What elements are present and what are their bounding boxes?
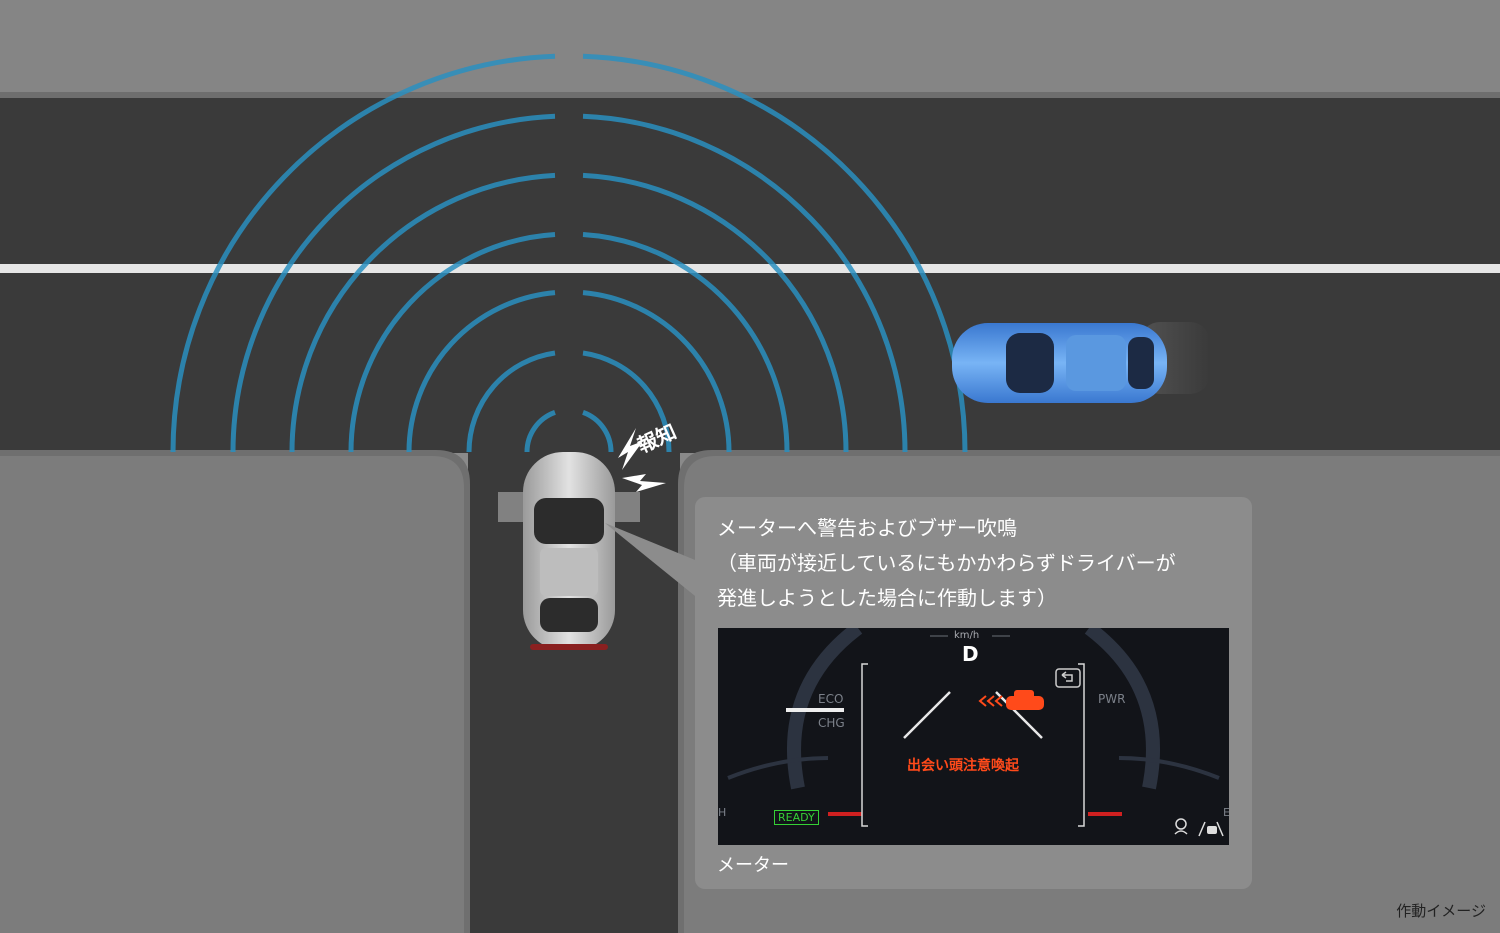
sensor-wave-arc xyxy=(582,231,790,453)
meter-display: km/h D ECO CHG PWR 出会い頭注意喚起 READY H E xyxy=(718,628,1229,845)
pwr-label: PWR xyxy=(1098,692,1126,706)
sensor-wave-arc xyxy=(582,290,732,453)
speed-unit: km/h xyxy=(954,630,980,641)
callout-title: メーターへ警告およびブザー吹鳴 xyxy=(717,516,1017,540)
gauge-edge-label: E xyxy=(1223,806,1229,819)
gear-indicator: D xyxy=(962,642,979,666)
main-road xyxy=(0,98,1500,453)
right-red-zone xyxy=(1088,812,1122,816)
sensor-wave-arc xyxy=(524,410,556,453)
sensor-wave-arc xyxy=(406,290,556,453)
center-bracket-left xyxy=(861,663,868,827)
return-icon xyxy=(1055,668,1081,688)
sensor-wave-arc xyxy=(466,350,556,453)
tail-lights xyxy=(530,644,608,650)
callout-description: 発進しようとした場合に作動します） xyxy=(717,586,1057,610)
alert-bolt-icon xyxy=(622,474,666,492)
right-gauge-arc xyxy=(1084,628,1160,790)
sensor-wave-arc xyxy=(582,113,908,453)
silver-car-windshield xyxy=(534,498,604,544)
ego-vehicle xyxy=(498,452,640,650)
callout-description: （車両が接近しているにもかかわらずドライバーが xyxy=(717,551,1176,575)
sensor-wave-arc xyxy=(289,172,556,453)
left-gauge-arc xyxy=(787,628,863,790)
sensor-wave-arc xyxy=(170,53,556,453)
left-red-zone xyxy=(828,812,862,816)
sensor-wave-arc xyxy=(582,350,672,453)
lane-line xyxy=(995,691,1043,739)
left-block xyxy=(0,456,464,933)
sensor-wave-arc xyxy=(582,410,614,453)
meter-caption: メーター xyxy=(717,855,789,876)
silver-car-rear-window xyxy=(540,598,598,632)
center-bracket-right xyxy=(1078,663,1085,827)
ready-indicator: READY xyxy=(774,810,819,825)
warning-callout: メーターへ警告およびブザー吹鳴 （車両が接近しているにもかかわらずドライバーが … xyxy=(695,497,1252,889)
center-line xyxy=(0,264,1500,273)
eco-label: ECO xyxy=(818,692,844,706)
silver-car-roof xyxy=(540,548,598,596)
chg-label: CHG xyxy=(818,716,845,730)
top-curb xyxy=(0,92,1500,98)
alert-bolt-icon xyxy=(618,428,643,470)
blue-car-roof xyxy=(1066,335,1126,391)
driver-assist-icon xyxy=(1174,818,1188,835)
power-meter-needle xyxy=(786,708,844,712)
sensor-waves xyxy=(170,53,968,453)
left-gauge-inner xyxy=(727,756,829,780)
gauge-edge-label: H xyxy=(718,806,727,819)
sensor-wave-arc xyxy=(230,113,556,453)
blue-car-rear-window xyxy=(1128,337,1154,389)
approaching-vehicle xyxy=(952,322,1210,403)
lane-car-icon xyxy=(1198,821,1224,837)
sensor-wave-arc xyxy=(582,172,849,453)
sensor-wave-arc xyxy=(348,231,556,453)
collision-warning-text: 出会い頭注意喚起 xyxy=(907,758,1019,774)
meter-graphics xyxy=(727,628,1224,837)
top-sidewalk xyxy=(0,0,1500,92)
blue-car-windshield xyxy=(1006,333,1054,393)
image-note: 作動イメージ xyxy=(1396,902,1486,920)
right-gauge-inner xyxy=(1118,756,1220,780)
approaching-vehicle-icon xyxy=(978,690,1044,710)
lane-line xyxy=(903,691,951,739)
